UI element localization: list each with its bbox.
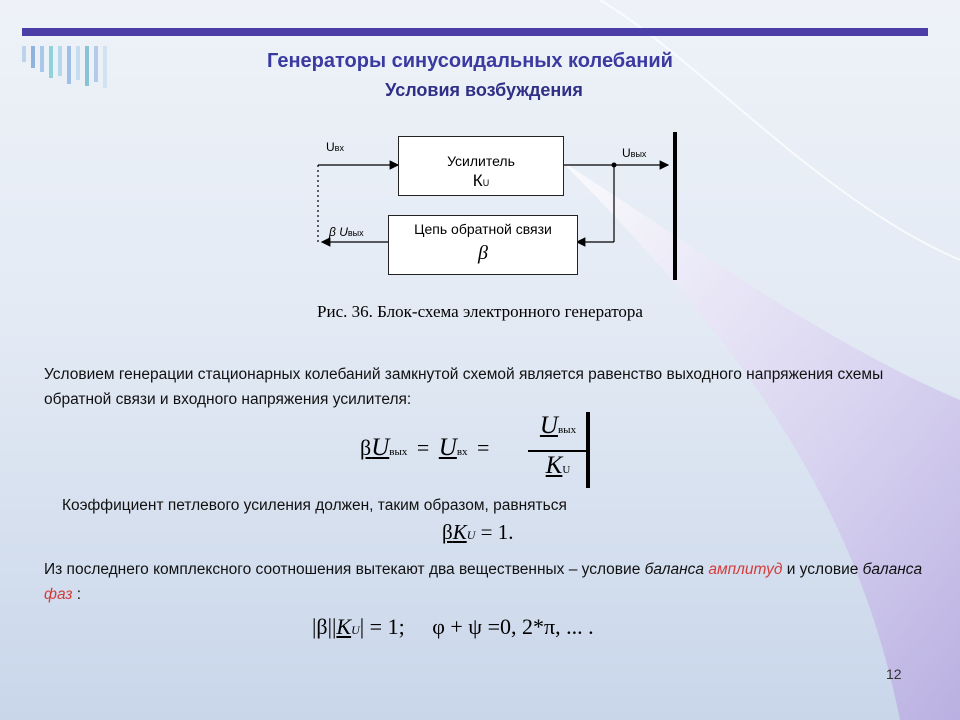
top-accent-bar (22, 28, 928, 36)
paragraph-generation-condition: Условием генерации стационарных колебани… (44, 366, 884, 408)
amplifier-label: Усилитель (447, 153, 515, 169)
page-number: 12 (886, 666, 902, 682)
paragraph-balance-conditions: Из последнего комплексного соотношения в… (44, 561, 923, 603)
slide-title: Генераторы синусоидальных колебаний (267, 50, 673, 72)
formula-loop-gain: βKU = 1. (442, 520, 514, 544)
swoosh-shape (560, 160, 960, 720)
paragraph-loop-gain: Коэффициент петлевого усиления должен, т… (62, 497, 567, 514)
formula-equality: βUвых = Uвх = Uвых KU (356, 412, 616, 488)
label-u-in: Uвх (326, 140, 344, 154)
feedback-beta: β (478, 242, 488, 264)
decorative-stripes (22, 46, 122, 90)
label-beta-u-out: β Uвых (329, 225, 364, 239)
feedback-block: Цепь обратной связи β (388, 215, 578, 275)
amplifier-gain: КU (472, 171, 490, 190)
amplifier-block: Усилитель КU (398, 136, 564, 196)
slide-subtitle: Условия возбуждения (385, 80, 583, 100)
formula-balance: |β||KU| = 1; φ + ψ =0, 2*π, ... . (312, 614, 594, 639)
feedback-label: Цепь обратной связи (414, 221, 552, 237)
figure-caption: Рис. 36. Блок-схема электронного генерат… (317, 302, 643, 321)
label-u-out: Uвых (622, 146, 647, 160)
